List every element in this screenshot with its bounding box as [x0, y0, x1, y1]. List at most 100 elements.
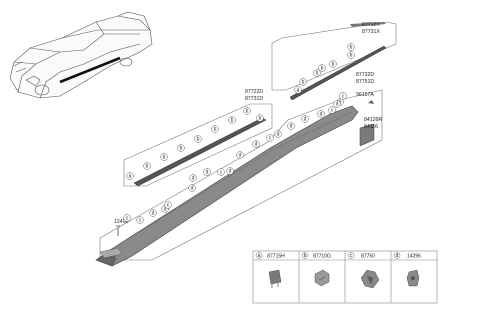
- callout-b: b: [313, 69, 321, 77]
- callout-b: b: [160, 153, 168, 161]
- svg-text:d: d: [290, 124, 293, 130]
- svg-text:d: d: [255, 142, 258, 148]
- legend-cell-d: d 14296: [393, 252, 421, 287]
- callout-b: b: [243, 107, 251, 115]
- svg-text:b: b: [350, 45, 353, 51]
- label-upper-strip-2: 87731X: [362, 29, 380, 35]
- svg-text:c: c: [220, 170, 223, 176]
- svg-text:c: c: [167, 203, 170, 209]
- legend-cell-c: c 87750: [347, 252, 380, 289]
- clip-d-icon: [406, 269, 420, 287]
- callout-b: b: [299, 78, 307, 86]
- svg-text:b: b: [231, 118, 234, 124]
- upper-strip-end: [350, 22, 386, 27]
- svg-text:b: b: [246, 109, 249, 115]
- callout-d: d: [236, 151, 244, 159]
- callout-c: c: [339, 92, 347, 100]
- label-middle-strip-1: 87722D: [245, 89, 263, 95]
- label-end-cap-2: 84116: [364, 124, 378, 130]
- callout-b: b: [347, 51, 355, 59]
- callout-c: c: [164, 201, 172, 209]
- label-middle-strip-2: 87731D: [245, 96, 263, 102]
- side-sill-group: [95, 89, 383, 267]
- part-number-labels: 87712X 87731X 87722D 87731D 87732D 87751…: [114, 22, 382, 225]
- svg-text:d: d: [304, 117, 307, 123]
- svg-text:c: c: [342, 94, 345, 100]
- label-end-cap-1: 84126R: [364, 117, 382, 123]
- callout-d: d: [149, 209, 157, 217]
- callout-c: c: [266, 134, 274, 142]
- callout-b: b: [347, 43, 355, 51]
- upper-strip-part: [289, 45, 387, 101]
- svg-text:b: b: [321, 66, 324, 72]
- legend-letter: d: [396, 253, 399, 259]
- svg-text:b: b: [350, 53, 353, 59]
- svg-text:b: b: [214, 127, 217, 133]
- svg-text:d: d: [192, 176, 195, 182]
- legend-part-number: 87715H: [267, 254, 285, 260]
- callout-d: d: [189, 174, 197, 182]
- middle-strip-part: [133, 117, 267, 187]
- callout-d: d: [226, 167, 234, 175]
- svg-text:b: b: [316, 71, 319, 77]
- callout-d: d: [287, 122, 295, 130]
- label-upper-strip-1: 87712X: [362, 22, 380, 28]
- legend-part-number: 87750: [361, 254, 375, 260]
- label-clip: 96157A: [356, 92, 374, 98]
- legend-letter: c: [350, 253, 353, 259]
- svg-text:d: d: [277, 132, 280, 138]
- callout-b: b: [228, 116, 236, 124]
- svg-text:b: b: [163, 155, 166, 161]
- callout-b: b: [329, 60, 337, 68]
- svg-text:a: a: [129, 174, 132, 180]
- clip-b-icon: [314, 269, 330, 287]
- callout-c: c: [123, 214, 131, 222]
- svg-text:c: c: [269, 136, 272, 142]
- callout-b: b: [177, 144, 185, 152]
- svg-text:d: d: [320, 112, 323, 118]
- svg-text:b: b: [180, 146, 183, 152]
- svg-text:b: b: [302, 80, 305, 86]
- callout-d: d: [203, 168, 211, 176]
- callout-b: b: [211, 125, 219, 133]
- clip-96157a: [368, 100, 374, 104]
- upper-strip-group: [271, 21, 397, 101]
- callout-b: b: [143, 162, 151, 170]
- callout-d: d: [317, 110, 325, 118]
- svg-text:c: c: [126, 216, 129, 222]
- legend-part-number: 14296: [407, 254, 421, 260]
- callout-b: b: [256, 114, 264, 122]
- side-sill-part: [95, 105, 359, 267]
- svg-text:b: b: [259, 116, 262, 122]
- svg-text:b: b: [332, 62, 335, 68]
- legend-letter: b: [304, 253, 307, 259]
- callout-d: d: [188, 184, 196, 192]
- callout-c: c: [217, 168, 225, 176]
- clip-c-icon: [360, 269, 380, 289]
- legend-part-number: 87710G: [313, 254, 331, 260]
- svg-text:b: b: [146, 164, 149, 170]
- callout-b: b: [318, 64, 326, 72]
- callout-d: d: [301, 115, 309, 123]
- clip-a-icon: [268, 269, 282, 288]
- svg-text:d: d: [229, 169, 232, 175]
- legend-cell-b: b 87710G: [301, 252, 331, 287]
- callout-c: c: [328, 106, 336, 114]
- callout-d: d: [252, 140, 260, 148]
- legend-cell-a: a 87715H: [255, 252, 285, 288]
- legend-letter: a: [258, 253, 261, 259]
- callout-a: a: [126, 172, 134, 180]
- label-screw: 12492: [114, 219, 129, 225]
- callout-b: b: [194, 135, 202, 143]
- callout-a: a: [294, 86, 302, 94]
- svg-text:d: d: [152, 211, 155, 217]
- svg-text:d: d: [164, 207, 167, 213]
- label-sill-strip-1: 87732D: [356, 72, 374, 78]
- svg-text:d: d: [191, 186, 194, 192]
- svg-text:d: d: [206, 170, 209, 176]
- legend-table: a 87715H b 87710G c 87750 d 14296: [252, 250, 438, 304]
- screw-12492: [116, 225, 120, 236]
- callout-c: c: [136, 216, 144, 224]
- middle-strip-group: [123, 103, 273, 187]
